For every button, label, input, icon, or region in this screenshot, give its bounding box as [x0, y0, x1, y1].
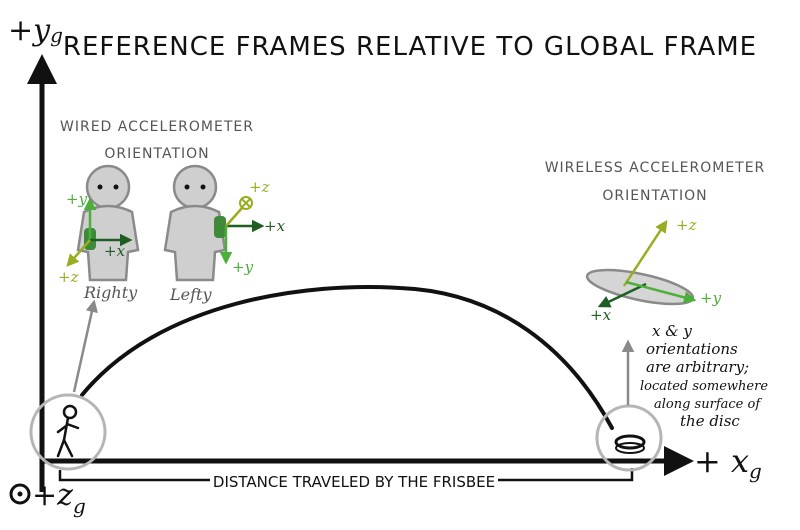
thrower-pointer-arrow — [72, 299, 98, 393]
note-line: the disc — [680, 412, 740, 430]
z-axis-label: +zg — [32, 478, 86, 518]
distance-label: DISTANCE TRAVELED BY THE FRISBEE — [213, 473, 495, 491]
x-axis-label: + xg — [694, 442, 762, 483]
note-line: located somewhere — [640, 379, 768, 394]
frisbee-highlight-circle — [595, 404, 663, 472]
z-axis-out-of-page-icon — [9, 483, 31, 505]
wireless-z-label: +z — [676, 216, 697, 234]
wireless-heading-line1: WIRELESS ACCELEROMETER — [545, 160, 766, 176]
frisbee-trajectory — [80, 284, 614, 430]
diagram-title: REFERENCE FRAMES RELATIVE TO GLOBAL FRAM… — [63, 32, 757, 62]
wireless-y-label: +y — [700, 289, 722, 307]
frisbee-disc-icon — [614, 434, 646, 454]
lefty-z-into-page-icon — [239, 196, 253, 210]
righty-x-label: +x — [104, 242, 126, 260]
note-line: along surface of — [654, 397, 762, 412]
righty-z-arrow — [66, 239, 91, 267]
lefty-x-label: +x — [264, 217, 286, 235]
wireless-x-label: +x — [590, 306, 612, 324]
wired-heading-line2: ORIENTATION — [104, 146, 209, 162]
thrower-highlight-circle — [29, 393, 107, 471]
righty-label: Righty — [83, 283, 138, 302]
thrower-stick-figure-icon — [56, 404, 80, 458]
wireless-heading-line2: ORIENTATION — [602, 188, 707, 204]
note-line: are arbitrary; — [646, 358, 749, 376]
lefty-label: Lefty — [169, 285, 212, 304]
wired-heading-line1: WIRED ACCELEROMETER — [60, 119, 254, 135]
wireless-z-arrow — [622, 219, 668, 287]
lefty-z-line — [225, 207, 243, 227]
note-line: orientations — [646, 340, 738, 358]
orientation-note: x & y orientations are arbitrary; locate… — [640, 322, 768, 430]
wireless-y-arrow — [625, 280, 697, 304]
lefty-z-label: +z — [249, 178, 270, 196]
note-line: x & y — [652, 322, 692, 340]
lefty-y-label: +y — [232, 258, 254, 276]
righty-z-label: +z — [58, 268, 79, 286]
wireless-x-arrow — [597, 282, 647, 308]
righty-person-icon — [76, 164, 140, 282]
lefty-person-icon — [163, 164, 227, 282]
righty-y-label: +y — [66, 190, 88, 208]
distance-bracket — [58, 468, 634, 482]
y-axis-label: +yg — [8, 13, 63, 48]
